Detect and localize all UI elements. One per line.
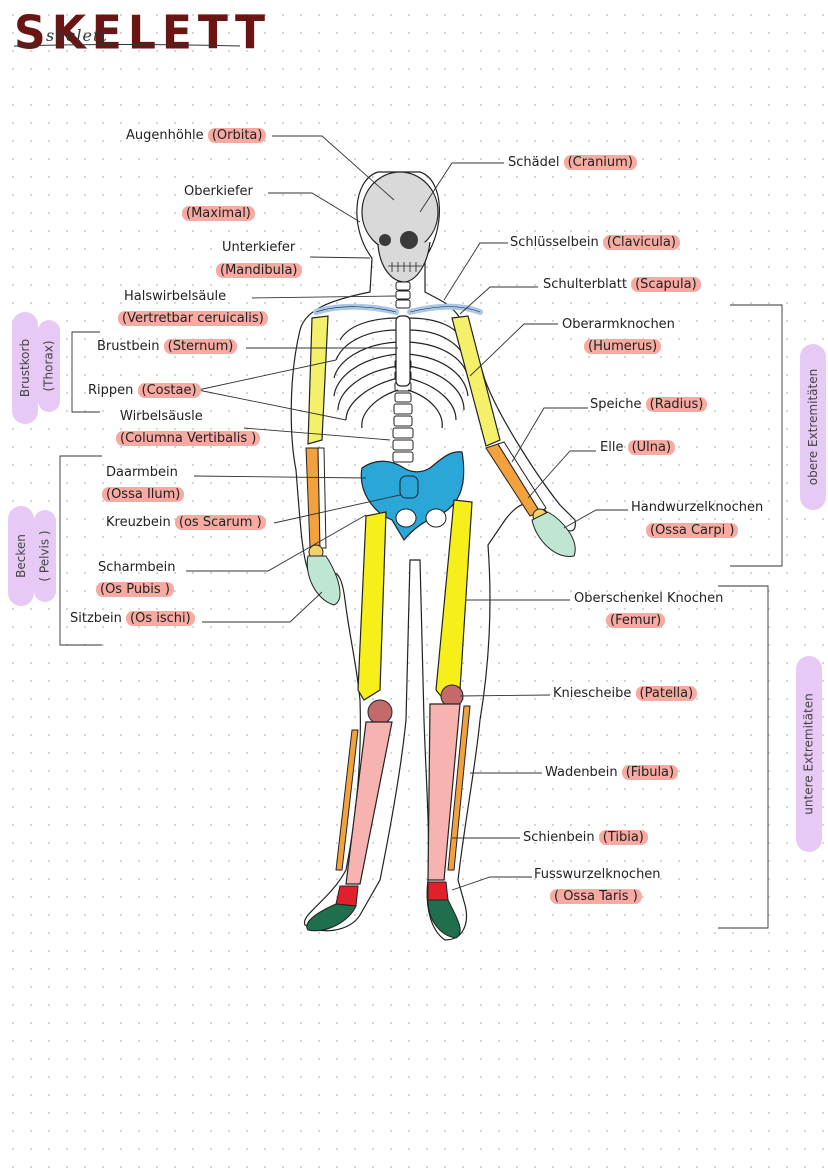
label-hws-latin: (Vertretbar ceruicalis)	[118, 310, 268, 328]
label-carpi-name: Handwurzelknochen	[631, 500, 764, 515]
tarsus-right	[427, 881, 449, 901]
label-femur-latin: (Femur)	[606, 612, 666, 630]
label-femur-name: Oberschenkel Knochen	[574, 591, 724, 606]
group-lower-limbs: untere Extremitäten	[796, 656, 822, 852]
sacrum	[399, 475, 419, 499]
foot-left	[306, 903, 357, 932]
foot-right	[427, 899, 461, 939]
label-sternum: Brustbein (Sternum)	[97, 338, 238, 356]
patella-left	[367, 699, 393, 725]
orbit-right	[379, 234, 391, 246]
femur-left	[357, 511, 387, 701]
group-pelvis-a: Becken	[8, 506, 34, 606]
label-patella: Kniescheibe (Patella)	[553, 685, 698, 703]
label-maxilla-latin: (Maximal)	[182, 205, 255, 223]
fibula-left	[335, 729, 359, 871]
ulna-right	[497, 441, 547, 513]
label-mandibula-name: Unterkiefer	[222, 240, 296, 255]
group-thorax-b: (Thorax)	[38, 320, 60, 412]
humerus-left	[307, 315, 329, 445]
label-clavicula: Schlüsselbein (Clavicula)	[510, 234, 680, 252]
tibia-right	[427, 703, 461, 881]
label-maxilla-name: Oberkiefer	[184, 184, 253, 199]
label-tibia: Schienbein (Tibia)	[523, 829, 648, 847]
ulna-left	[317, 447, 327, 549]
label-cranium: Schädel (Cranium)	[508, 154, 637, 172]
label-fibula: Wadenbein (Fibula)	[545, 764, 679, 782]
label-hws-name: Halswirbelsäule	[124, 289, 227, 304]
label-radius: Speiche (Radius)	[590, 396, 708, 414]
label-ws-latin: (Columna Vertibalis )	[116, 430, 261, 448]
page-title: SKELETT	[14, 6, 271, 61]
label-tarsi-name: Fusswurzelknochen	[534, 867, 661, 882]
label-pubis-latin: (Os Pubis )	[96, 581, 174, 599]
body-outline	[290, 171, 576, 941]
label-carpi-latin: (Ossa Carpi )	[646, 522, 739, 540]
group-upper-limbs: obere Extremitäten	[800, 344, 826, 510]
tibia-left	[345, 721, 393, 885]
label-orbita: Augenhöhle (Orbita)	[126, 127, 267, 145]
label-humerus-name: Oberarmknochen	[562, 317, 675, 332]
label-sacrum: Kreuzbein (os Scarum )	[106, 514, 266, 532]
label-ilium-name: Daarmbein	[106, 465, 178, 480]
label-humerus-latin: (Humerus)	[584, 338, 662, 356]
group-thorax-a: Brustkorb	[12, 312, 38, 424]
group-pelvis-b: ( Pelvis )	[34, 510, 56, 602]
label-mandibula-latin: (Mandibula)	[216, 262, 302, 280]
label-costae: Rippen (Costae)	[88, 382, 201, 400]
label-ws-name: Wirbelsäusle	[120, 409, 203, 424]
label-ulna: Elle (Ulna)	[600, 439, 676, 457]
sternum	[395, 315, 411, 387]
hand-left	[306, 555, 341, 606]
label-ischii: Sitzbein (Os ischi)	[70, 610, 195, 628]
label-scapula: Schulterblatt (Scapula)	[543, 276, 701, 294]
hand-right	[531, 511, 576, 557]
fibula-right	[447, 705, 471, 871]
label-tarsi-latin: ( Ossa Taris )	[550, 888, 642, 906]
humerus-right	[451, 315, 501, 447]
radius-right	[485, 443, 541, 517]
tarsus-left	[335, 885, 359, 907]
label-ilium-latin: (Ossa Ilum)	[102, 486, 185, 504]
page-title-script: skelett	[46, 26, 108, 45]
orbit-left	[400, 231, 418, 249]
label-pubis-name: Scharmbein	[98, 560, 176, 575]
